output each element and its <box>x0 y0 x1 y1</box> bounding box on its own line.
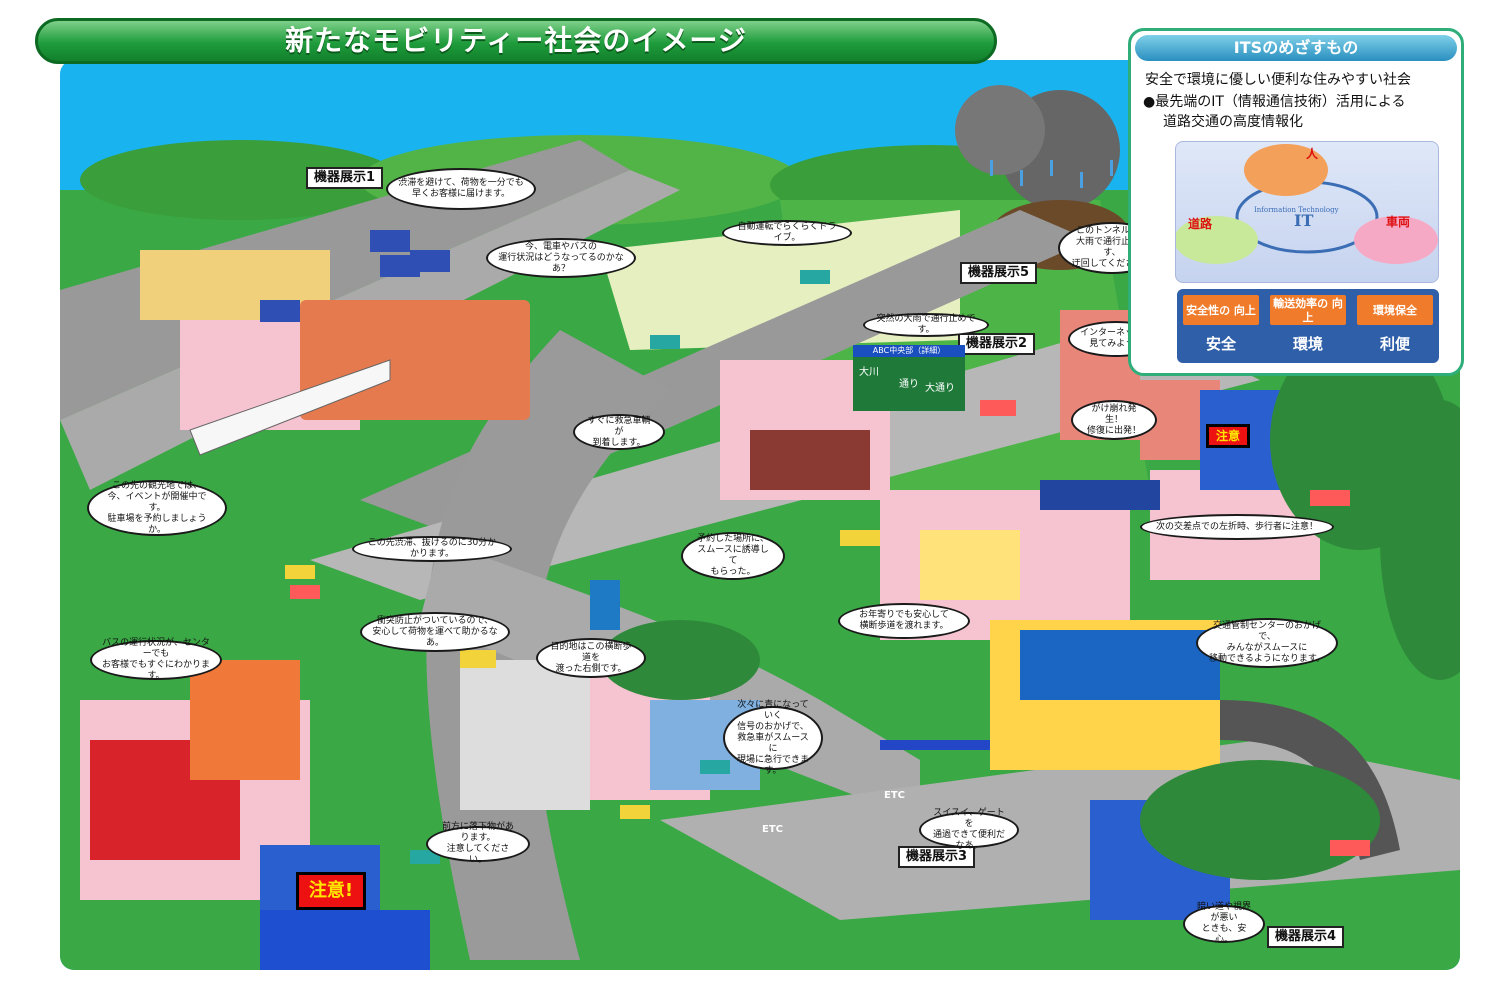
its-diagram-art: 人 道路 車両 IT Information Technology <box>1174 144 1438 264</box>
speech-bubble: 自動運転でらくらくドライブ。 <box>722 220 852 246</box>
etc-gate-label: ETC <box>884 790 905 801</box>
benefit-result: 環境 <box>1292 335 1323 353</box>
speech-bubble: 予約した場所に、 スムースに誘導して もらった。 <box>681 532 785 580</box>
speech-bubble: この先の観光地では、 今、イベントが開催中です。 駐車場を予約しましょうか。 <box>87 480 227 536</box>
speech-bubble: バスの運行状況が、センターでも お客様でもすぐにわかります。 <box>90 638 222 681</box>
road-sign-header: ABC中央部（詳細） <box>853 345 965 357</box>
benefit-result: 利便 <box>1379 335 1410 353</box>
speech-bubble: がけ崩れ発生！ 修復に出発！ <box>1071 400 1157 440</box>
speech-bubble: 衝突防止がついているので、 安心して荷物を運べて助かるなあ。 <box>360 612 510 652</box>
speech-bubble: すぐに救急車輌が 到着します。 <box>573 414 665 450</box>
speech-bubble: 前方に落下物があります。 注意してください。 <box>426 822 530 865</box>
road-sign-right: 大通り <box>925 383 955 394</box>
speech-bubble: お年寄りでも安心して 横断歩道を渡れます。 <box>838 603 970 639</box>
warning-display-large: 注意! <box>296 872 366 910</box>
its-center-label: IT <box>1294 211 1313 230</box>
speech-bubble: この先渋滞、抜けるのに30分かかります。 <box>352 536 512 562</box>
road-guide-sign: ABC中央部（詳細） 大川 通り 大通り <box>853 345 965 411</box>
exhibit-label-2: 機器展示2 <box>958 333 1036 355</box>
its-benefits: 安全性の 向上 輸送効率の 向上 環境保全 安全 環境 利便 <box>1177 289 1439 363</box>
etc-gate-label: ETC <box>762 824 783 835</box>
speech-bubble: 今、電車やバスの 運行状況はどうなってるのかなあ？ <box>486 238 636 278</box>
exhibit-label-1: 機器展示1 <box>306 167 384 189</box>
its-goal-line: ●最先端のIT（情報通信技術）活用による <box>1143 94 1406 110</box>
benefit-chip: 輸送効率の 向上 <box>1270 295 1346 325</box>
its-heading: ITSのめざすもの <box>1135 35 1457 61</box>
road-sign-mid: 通り <box>899 379 919 390</box>
exhibit-label-4: 機器展示4 <box>1267 926 1345 948</box>
its-relationship-diagram: 人 道路 車両 IT Information Technology <box>1174 141 1439 283</box>
exhibit-label-5: 機器展示5 <box>960 262 1038 284</box>
page-title: 新たなモビリティー社会のイメージ <box>35 18 997 64</box>
speech-bubble: スイスイ、ゲートを 通過できて便利だなあ。 <box>919 808 1019 851</box>
speech-bubble: 暗い道や視界が悪い ときも、安心。 <box>1183 902 1265 945</box>
speech-bubble: 渋滞を避けて、荷物を一分でも 早くお客様に届けます。 <box>386 168 536 210</box>
its-node-road: 道路 <box>1188 216 1213 231</box>
benefit-chip: 安全性の 向上 <box>1183 295 1259 325</box>
benefit-result: 安全 <box>1205 335 1236 353</box>
its-node-vehicle: 車両 <box>1386 214 1410 229</box>
speech-bubble: 次の交差点での左折時、歩行者に注意！ <box>1140 514 1334 540</box>
warning-display-small: 注意 <box>1206 424 1250 448</box>
its-goals-panel: ITSのめざすもの 安全で環境に優しい便利な住みやすい社会 ●最先端のIT（情報… <box>1128 28 1464 376</box>
its-goal-line: 道路交通の高度情報化 <box>1163 114 1303 130</box>
speech-bubble: 目的地はこの横断歩道を 渡った右側です。 <box>536 638 646 678</box>
its-ring-label: Information Technology <box>1254 206 1339 214</box>
its-node-person: 人 <box>1306 146 1319 161</box>
benefit-chip: 環境保全 <box>1357 295 1433 325</box>
its-goal-line: 安全で環境に優しい便利な住みやすい社会 <box>1145 72 1411 88</box>
speech-bubble: 次々に青になっていく 信号のおかげで、 救急車がスムースに 現場に急行できます。 <box>723 700 823 776</box>
speech-bubble: 突然の大雨で通行止めです。 <box>863 313 989 337</box>
speech-bubble: 交通管制センターのおかげで、 みんながスムースに 移動できるようになります。 <box>1196 618 1338 668</box>
road-sign-left: 大川 <box>859 367 879 378</box>
